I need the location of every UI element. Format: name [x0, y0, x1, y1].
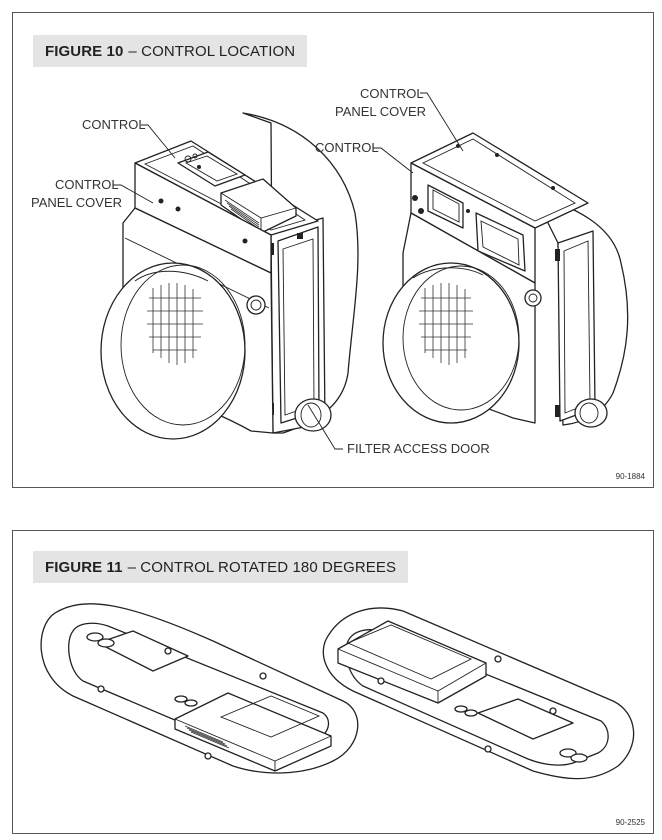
- label-panel-cover-left-2: PANEL COVER: [31, 195, 122, 210]
- label-panel-cover-left-1: CONTROL: [55, 177, 119, 192]
- label-control-right: CONTROL: [315, 140, 379, 155]
- figure-11-caption: – CONTROL ROTATED 180 DEGREES: [127, 558, 397, 576]
- figure-10-code: 90-1884: [615, 472, 645, 481]
- control-plate-left: [40, 603, 359, 774]
- leader-filter-access-door: [307, 404, 343, 450]
- figure-10-caption: – CONTROL LOCATION: [128, 42, 296, 60]
- label-filter-access-door: FILTER ACCESS DOOR: [347, 441, 490, 456]
- humidifier-unit-left: [100, 112, 359, 440]
- figure-11-title: FIGURE 11 – CONTROL ROTATED 180 DEGREES: [33, 551, 409, 583]
- label-panel-cover-right-1: CONTROL: [360, 86, 424, 101]
- figure-11-panel: FIGURE 11 – CONTROL ROTATED 180 DEGREES: [12, 530, 654, 834]
- label-control-left: CONTROL: [82, 117, 146, 132]
- figure-11-code: 90-2525: [615, 818, 645, 827]
- leader-panel-cover-right: [420, 92, 464, 152]
- figure-10-number: FIGURE 10: [45, 42, 124, 60]
- figure-10-panel: FIGURE 10 – CONTROL LOCATION: [12, 12, 654, 488]
- control-plate-right: [322, 607, 635, 780]
- figure-10-title: FIGURE 10 – CONTROL LOCATION: [33, 35, 308, 67]
- leader-panel-cover-left: [113, 184, 154, 204]
- humidifier-unit-right: [382, 132, 629, 428]
- figure-11-number: FIGURE 11: [45, 558, 123, 576]
- leader-control-right: [373, 147, 414, 174]
- figure-11-illustration: [40, 603, 635, 780]
- label-panel-cover-right-2: PANEL COVER: [335, 104, 426, 119]
- figure-10-illustration: CONTROL CONTROL PANEL COVER CONTROL PANE…: [31, 86, 629, 456]
- leader-control-left: [141, 124, 176, 159]
